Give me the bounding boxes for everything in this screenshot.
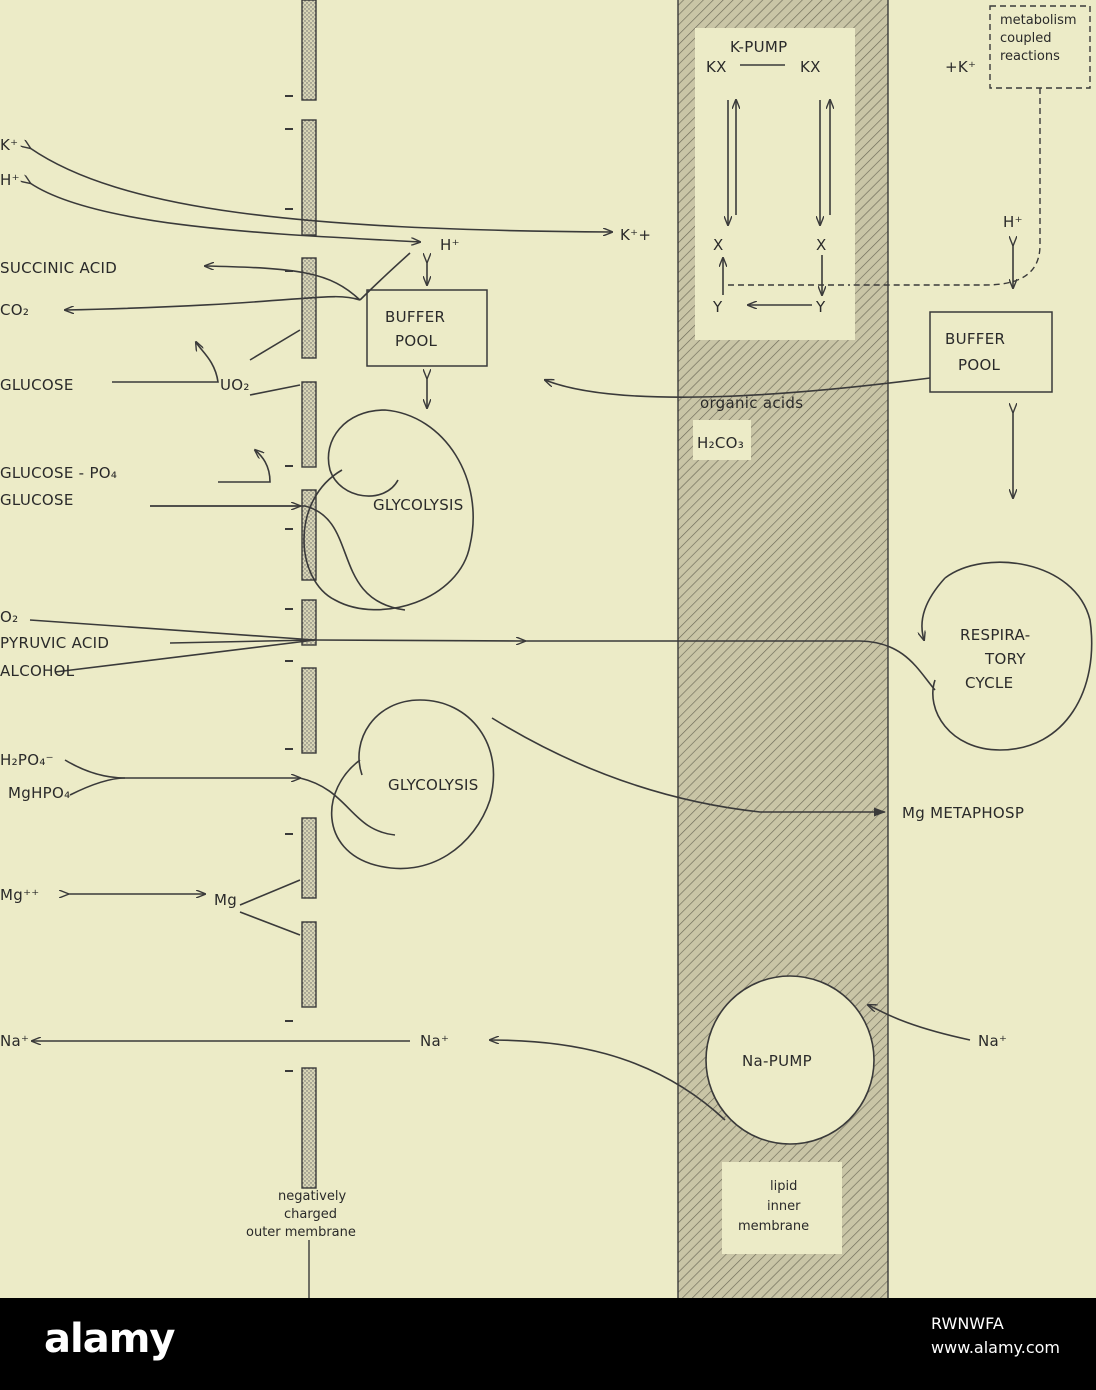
mg-label: Mg <box>214 891 237 909</box>
h-out-label: H⁺ <box>0 171 20 189</box>
kpump-box <box>695 28 855 340</box>
buffer-pool-left-line2: POOL <box>395 332 438 350</box>
organic-acids-label: organic acids <box>700 394 803 412</box>
k-h-exchange-arrows <box>30 148 612 242</box>
watermark-bar: alamy RWNWFA www.alamy.com <box>0 1298 1096 1390</box>
x-right-label: X <box>816 236 827 254</box>
succinic-acid-label: SUCCINIC ACID <box>0 259 117 277</box>
buffer-pool-left <box>366 289 488 367</box>
organic-acids-arrow <box>545 377 931 398</box>
mg-ion-label: Mg⁺⁺ <box>0 886 40 904</box>
h2po4-label: H₂PO₄⁻ <box>0 751 54 769</box>
inner-membrane-line1: lipid <box>770 1179 797 1194</box>
mghpo4-label: MgHPO₄ <box>8 784 70 802</box>
alcohol-label: ALCOHOL <box>0 662 75 680</box>
alamy-logo: alamy <box>44 1316 175 1362</box>
membrane-charges <box>285 95 293 1072</box>
watermark-info: RWNWFA www.alamy.com <box>931 1312 1060 1360</box>
x-left-label: X <box>713 236 724 254</box>
metabolism-line3: reactions <box>1000 49 1060 64</box>
y-right-label: Y <box>815 298 826 316</box>
h2co3-label: H₂CO₃ <box>697 434 744 452</box>
kpump-internals <box>723 64 850 305</box>
uo2-label: UO₂ <box>220 376 250 394</box>
respiratory-line2: TORY <box>984 650 1026 668</box>
outer-membrane-line3: outer membrane <box>246 1225 356 1240</box>
image-id: RWNWFA <box>931 1314 1004 1333</box>
buffer-pool-right-line2: POOL <box>958 356 1001 374</box>
mg-arrows <box>68 879 301 936</box>
na-pump-label: Na-PUMP <box>742 1052 812 1070</box>
diagram-canvas: K⁺ H⁺ SUCCINIC ACID CO₂ GLUCOSE UO₂ GLUC… <box>0 0 1093 1300</box>
respiratory-line1: RESPIRA- <box>960 626 1030 644</box>
respiratory-cycle-circle <box>932 561 1093 751</box>
metabolism-line1: metabolism <box>1000 13 1077 28</box>
glucose-label-2: GLUCOSE <box>0 491 74 509</box>
k-right-label: +K⁺ <box>945 58 976 76</box>
glycolysis-circle-2 <box>330 699 495 870</box>
outer-membrane <box>301 0 317 1189</box>
kx-right-label: KX <box>800 58 821 76</box>
na-mid-label: Na⁺ <box>420 1032 449 1050</box>
y-left-label: Y <box>712 298 723 316</box>
glucose-uo2 <box>112 329 301 396</box>
k-mid-label: K⁺+ <box>620 226 651 244</box>
outer-membrane-line1: negatively <box>278 1189 346 1204</box>
glucose-label: GLUCOSE <box>0 376 74 394</box>
glycolysis-label-1: GLYCOLYSIS <box>373 496 464 514</box>
buffer-pool-left-line1: BUFFER <box>385 308 445 326</box>
k-out-label: K⁺ <box>0 136 18 154</box>
h-right-label: H⁺ <box>1003 213 1023 231</box>
na-arrows <box>32 1005 971 1121</box>
succinic-co2-arrows <box>65 252 411 310</box>
na-out-label: Na⁺ <box>0 1032 29 1050</box>
buffer-pool-right <box>929 311 1053 393</box>
h-mid-label: H⁺ <box>440 236 460 254</box>
na-right-label: Na⁺ <box>978 1032 1007 1050</box>
watermark-url: www.alamy.com <box>931 1338 1060 1357</box>
mg-metaphosphate-label: Mg METAPHOSP <box>902 804 1024 822</box>
kx-left-label: KX <box>706 58 727 76</box>
metabolism-line2: coupled <box>1000 31 1051 46</box>
inner-membrane-line3: membrane <box>738 1219 809 1234</box>
outer-membrane-line2: charged <box>284 1207 337 1222</box>
pyruvic-acid-label: PYRUVIC ACID <box>0 634 109 652</box>
glycolysis-circle-1 <box>303 409 474 611</box>
buffer-pool-right-line1: BUFFER <box>945 330 1005 348</box>
co2-label: CO₂ <box>0 301 29 319</box>
o2-label: O₂ <box>0 608 18 626</box>
respiratory-line3: CYCLE <box>965 674 1013 692</box>
respiratory-arrows <box>29 619 936 691</box>
kpump-title: K-PUMP <box>730 38 788 56</box>
na-pump-circle <box>705 975 875 1145</box>
glycolysis-label-2: GLYCOLYSIS <box>388 776 479 794</box>
glucose-po4-label: GLUCOSE - PO₄ <box>0 464 117 482</box>
inner-membrane-line2: inner <box>767 1199 801 1214</box>
